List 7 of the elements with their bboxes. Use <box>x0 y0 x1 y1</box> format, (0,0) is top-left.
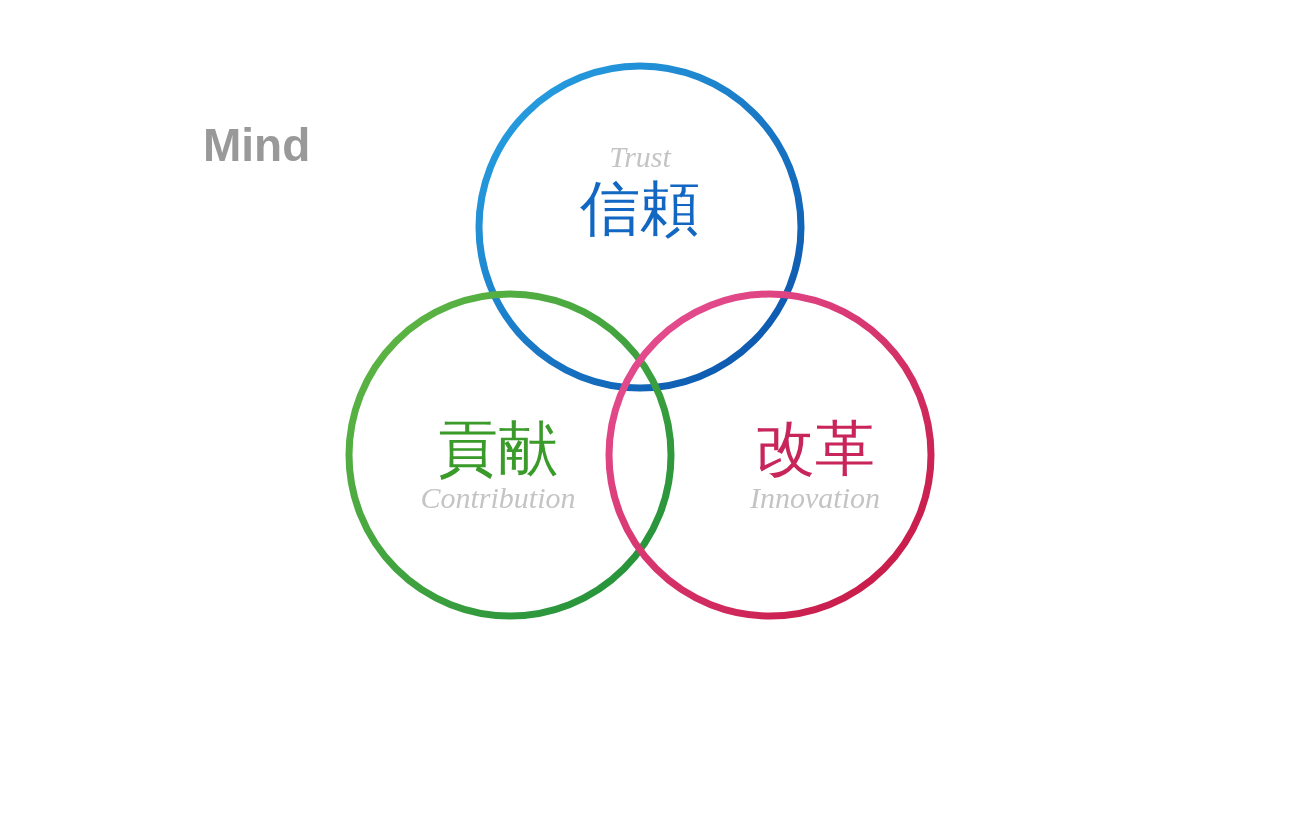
english-label: Trust <box>609 140 671 175</box>
english-label: Contribution <box>420 481 576 516</box>
value-label: 貢献 <box>438 415 558 481</box>
title: Mind <box>203 122 311 168</box>
english-label: Innovation <box>750 481 880 516</box>
value-label: 信頼 <box>580 174 700 241</box>
value-label: 改革 <box>755 415 875 481</box>
